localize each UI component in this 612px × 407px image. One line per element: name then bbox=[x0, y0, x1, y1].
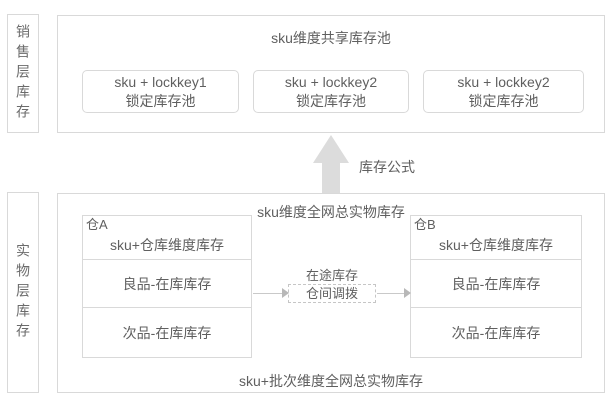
network-total-title: sku维度全网总实物库存 bbox=[257, 204, 405, 220]
transfer-dashed-box: 仓间调拨 bbox=[288, 284, 376, 303]
shared-pool-title: sku维度共享库存池 bbox=[271, 30, 391, 46]
lock-pool-box-2: sku + lockkey2 锁定库存池 bbox=[253, 70, 409, 113]
warehouse-a-row-sku-label: sku+仓库维度库存 bbox=[110, 237, 224, 253]
transit-inventory-label: 在途库存 bbox=[305, 268, 358, 283]
formula-label: 库存公式 bbox=[359, 159, 415, 175]
up-arrow-stem bbox=[322, 162, 340, 193]
shared-pool-container: sku维度共享库存池 sku + lockkey1 锁定库存池 sku + lo… bbox=[57, 15, 605, 133]
arrow-right-icon bbox=[377, 288, 411, 299]
warehouse-b-name-label: 仓B bbox=[414, 217, 436, 232]
warehouse-b-row-good: 良品-在库库存 bbox=[411, 259, 581, 307]
lock-pool-1-line1: sku + lockkey1 bbox=[114, 73, 207, 90]
lock-pool-box-1: sku + lockkey1 锁定库存池 bbox=[82, 70, 239, 113]
arrow-line bbox=[253, 293, 283, 294]
warehouse-b-row-sku: 仓B sku+仓库维度库存 bbox=[411, 216, 581, 259]
lock-pool-box-3: sku + lockkey2 锁定库存池 bbox=[423, 70, 584, 113]
arrow-head bbox=[282, 288, 289, 298]
warehouse-b-row-sku-label: sku+仓库维度库存 bbox=[439, 237, 553, 253]
arrow-right-icon bbox=[253, 288, 289, 299]
arrow-head bbox=[404, 288, 411, 298]
lock-pool-1-line2: 锁定库存池 bbox=[125, 92, 196, 109]
lock-pool-3-line1: sku + lockkey2 bbox=[457, 73, 550, 90]
warehouse-a-row-sku: 仓A sku+仓库维度库存 bbox=[83, 216, 251, 259]
warehouse-a-box: 仓A sku+仓库维度库存 良品-在库库存 次品-在库库存 bbox=[82, 215, 252, 358]
warehouse-a-row-good: 良品-在库库存 bbox=[83, 259, 251, 307]
lock-pool-3-line2: 锁定库存池 bbox=[468, 92, 539, 109]
batch-total-title: sku+批次维度全网总实物库存 bbox=[239, 373, 423, 389]
lock-pool-2-line2: 锁定库存池 bbox=[296, 92, 366, 109]
physical-layer-side-label: 实物层库存 bbox=[7, 192, 39, 393]
warehouse-a-row-defective: 次品-在库库存 bbox=[83, 307, 251, 357]
warehouse-b-box: 仓B sku+仓库维度库存 良品-在库库存 次品-在库库存 bbox=[410, 215, 582, 358]
arrow-line bbox=[377, 293, 405, 294]
warehouse-a-name-label: 仓A bbox=[86, 217, 108, 232]
up-arrow-icon bbox=[313, 135, 349, 163]
lock-pool-2-line1: sku + lockkey2 bbox=[284, 73, 378, 90]
warehouse-b-row-defective: 次品-在库库存 bbox=[411, 307, 581, 357]
sales-layer-side-label: 销售层库存 bbox=[7, 14, 39, 133]
